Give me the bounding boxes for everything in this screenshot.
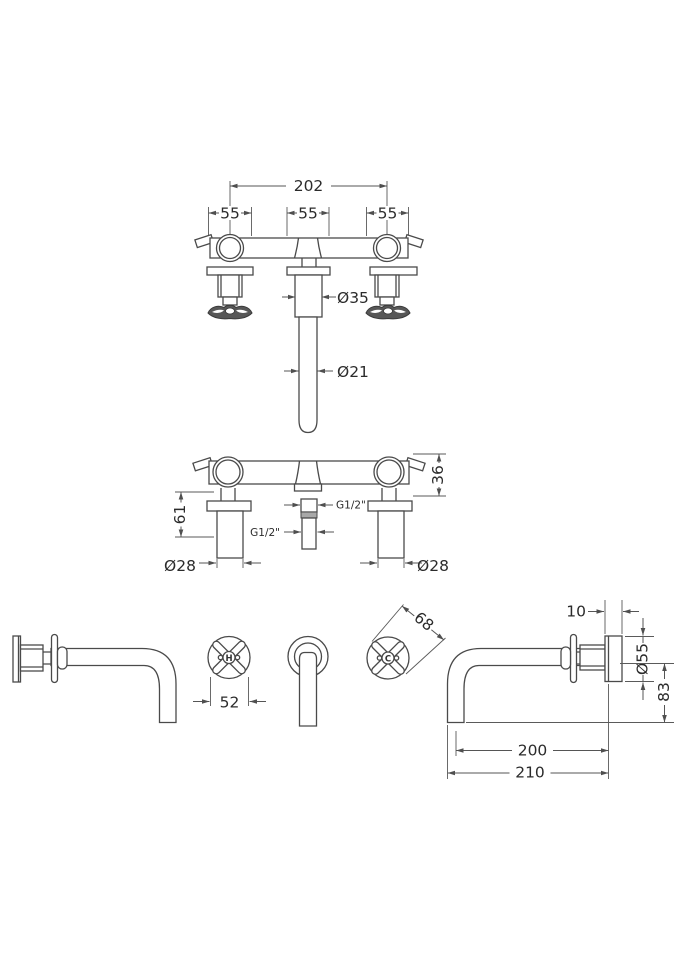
dim-valve-length: 61 <box>171 505 189 525</box>
dim-spout-base-diameter: Ø35 <box>337 289 369 307</box>
dim-thread-upper: G1/2" <box>336 500 366 512</box>
dim-spout-reach: 200 <box>518 742 548 760</box>
dim-overall-centres: 202 <box>294 177 324 195</box>
side-view-left <box>12 633 177 724</box>
dim-spacing-left: 55 <box>220 205 240 223</box>
cold-handle-marking: C <box>385 654 391 664</box>
dim-spout-diameter: Ø21 <box>337 363 369 381</box>
side-view-right: 10 Ø55 83 200 210 <box>446 600 674 782</box>
dim-spout-drop: 83 <box>655 682 673 702</box>
dim-handle-width: 52 <box>220 694 240 712</box>
plan-view: 202 55 55 55 <box>194 177 424 434</box>
spout-side <box>50 647 177 724</box>
dim-spacing-right: 55 <box>378 205 398 223</box>
cold-handle-angled-view: C 68 <box>356 604 446 690</box>
hot-handle-marking: H <box>225 654 232 664</box>
spout-base <box>294 274 323 318</box>
dim-wall-plate-depth: 10 <box>566 603 586 621</box>
hot-handle-front-view: H 52 <box>193 626 266 712</box>
front-view: 36 61 G1/2" G1/2" Ø28 Ø28 <box>164 453 449 575</box>
dim-wall-plate-diameter: Ø55 <box>634 643 652 675</box>
dim-valve-diameter-left: Ø28 <box>164 557 196 575</box>
dim-spacing-middle: 55 <box>298 205 318 223</box>
dim-valve-diameter-right: Ø28 <box>417 557 449 575</box>
valve-body-right <box>377 510 405 559</box>
valve-body-left <box>216 510 244 559</box>
dim-body-height: 36 <box>429 465 447 485</box>
spout-tube <box>298 316 318 434</box>
dim-thread-lower: G1/2" <box>250 527 280 539</box>
dim-spout-projection: 210 <box>515 764 545 782</box>
spout-front-view <box>287 635 329 727</box>
